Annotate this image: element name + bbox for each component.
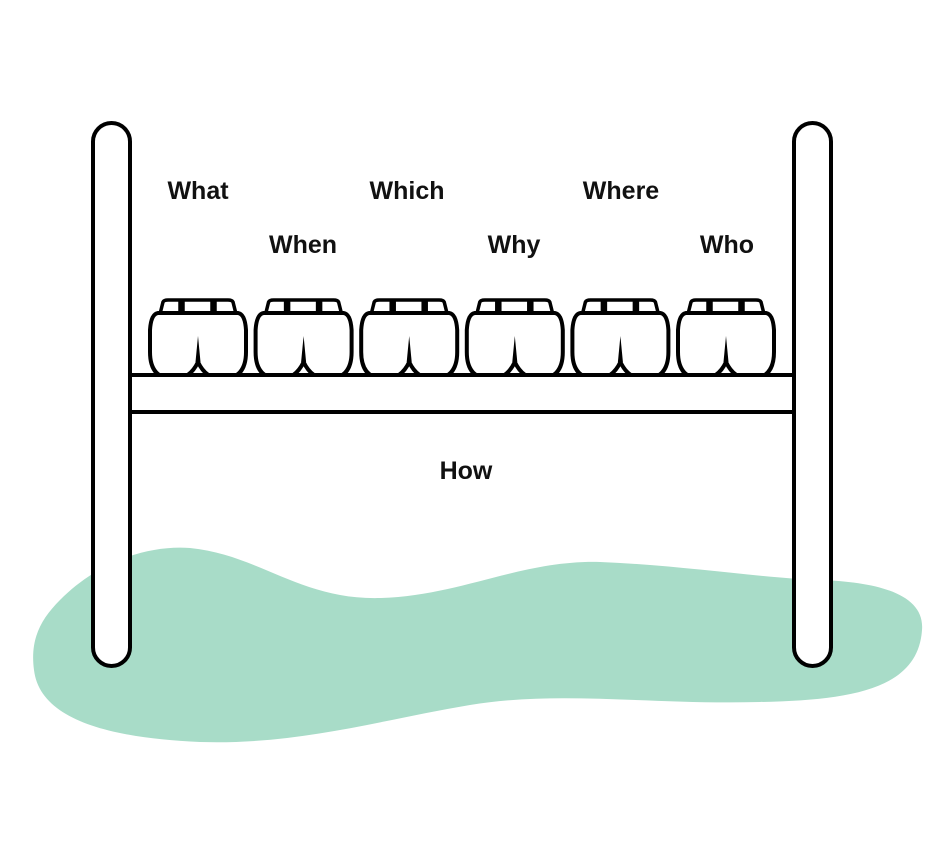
shorts-icon (148, 298, 248, 382)
label-what: What (167, 177, 229, 205)
shorts-group (148, 298, 776, 382)
ground-blob (33, 547, 923, 743)
label-when: When (268, 231, 338, 259)
top-rail (118, 373, 812, 414)
label-who: Who (699, 231, 755, 259)
label-how: How (439, 457, 493, 485)
label-which: Which (369, 177, 445, 205)
shorts-icon (464, 298, 565, 382)
shorts-icon (570, 298, 671, 382)
shorts-icon (359, 298, 460, 382)
shorts-icon (253, 298, 354, 382)
shorts-icon (676, 298, 776, 382)
label-why: Why (487, 231, 541, 259)
label-where: Where (582, 177, 660, 205)
left-post (91, 121, 132, 668)
right-post (792, 121, 833, 668)
